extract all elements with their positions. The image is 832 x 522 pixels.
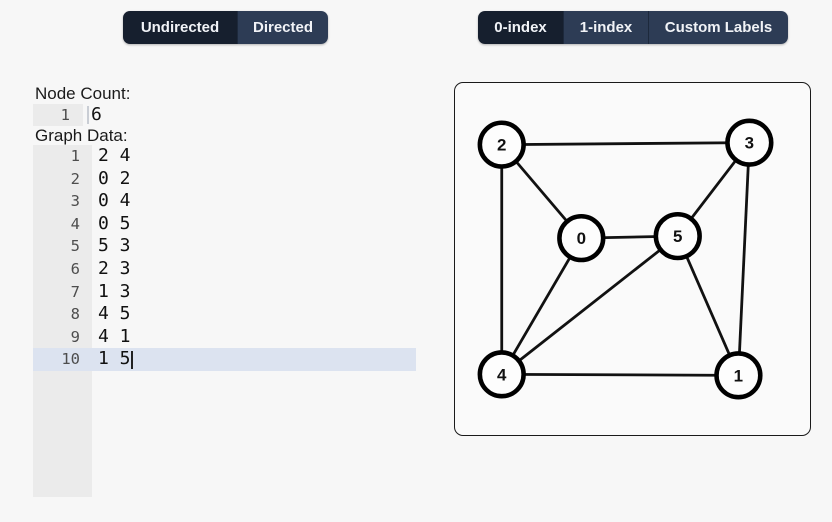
graph-edge-2-3 — [501, 141, 750, 147]
line-number: 2 — [70, 169, 80, 188]
line-text: 0 2 — [98, 167, 131, 189]
node-label: 2 — [497, 136, 506, 155]
line-text: 0 5 — [98, 212, 131, 234]
line-number: 8 — [70, 305, 80, 324]
toggle-option-undirected[interactable]: Undirected — [123, 11, 237, 44]
line-number: 7 — [70, 282, 80, 301]
line-number: 3 — [70, 192, 80, 211]
graph-edge-4-1 — [501, 372, 739, 377]
node-circle[interactable] — [557, 213, 606, 263]
editor-line[interactable]: 5 5 3 — [33, 235, 416, 258]
node-count-line[interactable]: 6 — [83, 104, 102, 126]
line-text: 5 3 — [98, 235, 131, 257]
graph-edge-1-3 — [737, 142, 751, 376]
line-text: 1 3 — [98, 280, 131, 302]
graph-data-label: Graph Data: — [35, 126, 128, 145]
node-circle[interactable] — [653, 211, 702, 261]
line-number: 4 — [70, 214, 80, 233]
editor-line[interactable]: 3 0 4 — [33, 190, 416, 213]
node-label: 0 — [577, 229, 586, 248]
node-count-label: Node Count: — [35, 84, 131, 103]
graph-edge-0-4 — [500, 237, 583, 376]
line-number: 6 — [70, 259, 80, 278]
graph-edge-4-5 — [500, 235, 679, 376]
editor-line[interactable]: 10 1 5 — [33, 348, 416, 371]
line-text: 6 — [91, 104, 102, 125]
line-number: 9 — [70, 327, 80, 346]
graph-node-1[interactable]: 1 — [714, 351, 763, 400]
graph-node-5[interactable]: 5 — [653, 211, 702, 261]
graph-node-3[interactable]: 3 — [725, 118, 774, 167]
line-text: 1 5 — [98, 348, 133, 370]
node-circle[interactable] — [477, 120, 526, 169]
editor-line[interactable]: 7 1 3 — [33, 281, 416, 304]
graph-edge-1-5 — [676, 235, 740, 376]
line-text: 4 5 — [98, 303, 131, 325]
editor-line[interactable]: 8 4 5 — [33, 303, 416, 326]
editor-line[interactable]: 2 0 2 — [33, 168, 416, 191]
line-number-gutter — [33, 145, 92, 497]
graph-node-0[interactable]: 0 — [557, 213, 606, 263]
node-label: 5 — [673, 227, 682, 246]
editor-line[interactable]: 6 2 3 — [33, 258, 416, 281]
line-text: 4 1 — [98, 325, 131, 347]
idle-caret — [87, 106, 89, 124]
line-text: 2 3 — [98, 257, 131, 279]
line-number: 10 — [61, 350, 80, 369]
line-number: 5 — [70, 237, 80, 256]
node-label: 3 — [745, 134, 754, 153]
graph-node-2[interactable]: 2 — [477, 120, 526, 169]
toggle-option-custom-labels[interactable]: Custom Labels — [648, 11, 788, 44]
node-circle[interactable] — [714, 351, 763, 400]
node-label: 4 — [497, 365, 507, 384]
graph-data-editor[interactable]: 1 2 4 2 0 2 3 0 4 4 0 5 5 5 3 6 2 3 7 1 3 8 4 5 9 4 1 10 1 … — [33, 145, 416, 497]
line-text: 0 4 — [98, 190, 131, 212]
editor-line[interactable]: 1 2 4 — [33, 145, 416, 168]
line-number: 1 — [70, 147, 80, 165]
toggle-option-1-index[interactable]: 1-index — [563, 11, 648, 44]
toggle-option-directed[interactable]: Directed — [237, 11, 328, 44]
graph-node-4[interactable]: 4 — [477, 350, 526, 399]
text-caret — [130, 350, 133, 369]
node-circle[interactable] — [725, 118, 774, 167]
editor-line[interactable]: 9 4 1 — [33, 326, 416, 349]
line-number: 1 — [33, 104, 83, 126]
editor-line[interactable]: 4 0 5 — [33, 213, 416, 236]
node-label: 1 — [734, 366, 743, 385]
line-text: 2 4 — [98, 145, 131, 166]
toggle-option-0-index[interactable]: 0-index — [478, 11, 563, 44]
node-circle[interactable] — [477, 350, 526, 399]
graph-drawing: 0 1 2 3 4 5 — [477, 118, 774, 400]
graph-canvas[interactable]: 0 1 2 3 4 5 — [454, 82, 811, 436]
